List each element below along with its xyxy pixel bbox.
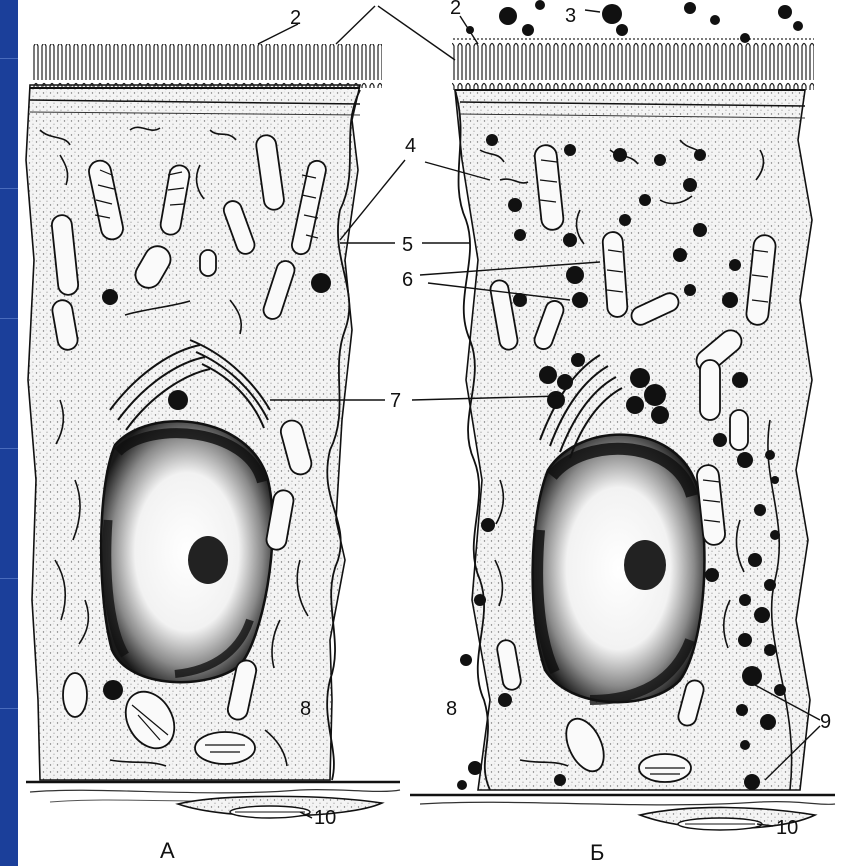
label-8-right: 8 — [446, 698, 457, 720]
caption-left: А — [160, 838, 175, 863]
cell-a-microvilli — [32, 44, 382, 88]
fibroblast-left — [178, 796, 382, 818]
label-6: 6 — [402, 269, 413, 291]
label-3: 3 — [565, 5, 576, 27]
cell-b-nucleolus — [624, 540, 666, 590]
cell-a-nucleolus — [188, 536, 228, 584]
caption-right: Б — [590, 840, 604, 865]
cell-diagram: 2 2 3 4 5 6 7 8 8 9 10 10 А Б — [18, 0, 846, 866]
label-8-left: 8 — [300, 698, 311, 720]
label-5: 5 — [402, 234, 413, 256]
label-9: 9 — [820, 711, 831, 733]
cell-b-microvilli — [452, 38, 814, 90]
label-10-right: 10 — [776, 817, 798, 839]
cell-b — [410, 38, 835, 805]
illustration-panel: 2 2 3 4 5 6 7 8 8 9 10 10 А Б — [18, 0, 846, 866]
label-2-right: 2 — [450, 0, 461, 19]
label-4: 4 — [405, 135, 416, 157]
label-7: 7 — [390, 390, 401, 412]
cell-a-nucleus — [101, 421, 273, 682]
label-2-left: 2 — [290, 7, 301, 29]
cell-b-nucleus — [533, 435, 705, 703]
label-10-left: 10 — [314, 807, 336, 829]
cell-a — [26, 44, 400, 802]
secreted-granules — [466, 0, 803, 43]
